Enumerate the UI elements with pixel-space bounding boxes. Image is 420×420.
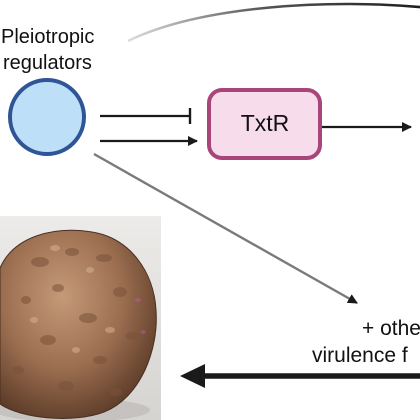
txtr-node bbox=[207, 88, 322, 160]
curve-arrow-to-offscreen bbox=[127, 2, 420, 43]
regulator-node bbox=[8, 78, 86, 156]
txtr-label: TxtR bbox=[240, 110, 290, 136]
regulator-label-line1: Pleiotropic bbox=[1, 26, 95, 48]
activation-edge-to-other-factors bbox=[93, 152, 358, 305]
potato-image bbox=[0, 216, 161, 420]
other-factors-label-line1: + othe bbox=[362, 317, 420, 340]
other-factors-label-line2: virulence f bbox=[312, 344, 408, 367]
arrow-to-potato bbox=[180, 364, 420, 388]
inhibition-edge bbox=[100, 108, 192, 124]
regulator-label-line2: regulators bbox=[3, 52, 92, 74]
